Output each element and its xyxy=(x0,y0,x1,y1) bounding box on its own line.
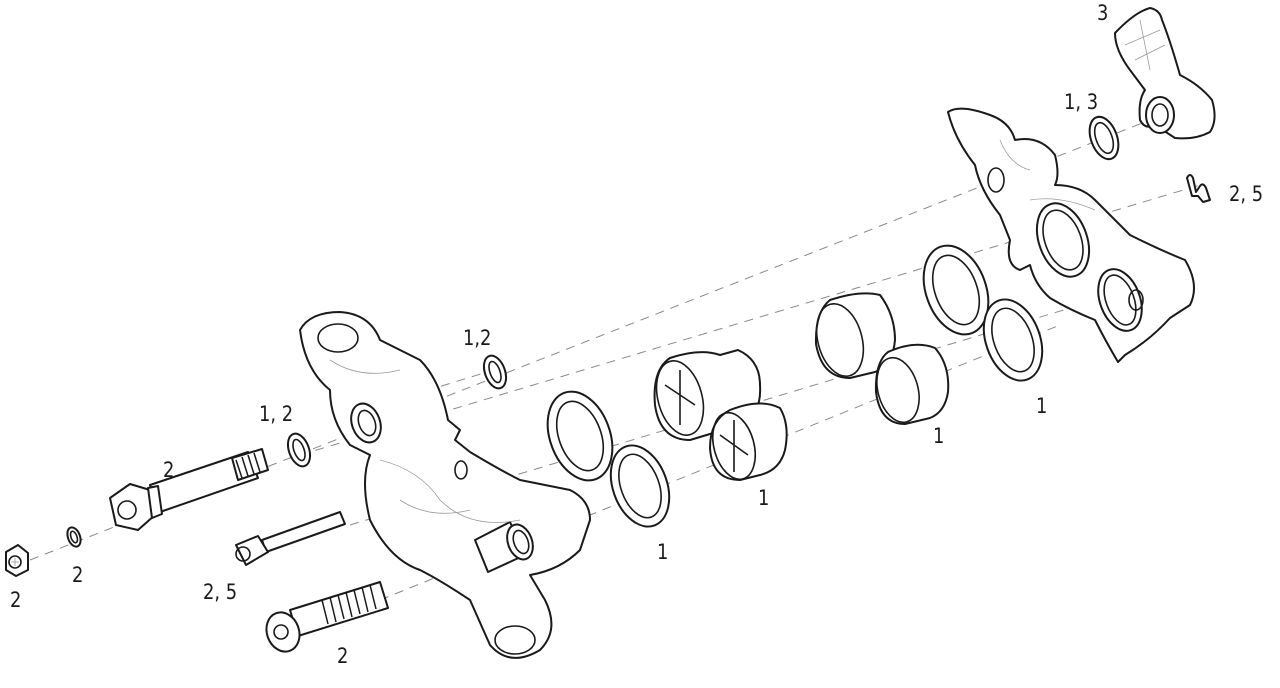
callout-pistons-right: 1 xyxy=(933,424,945,448)
callout-pin-clip: 2, 5 xyxy=(1229,182,1264,206)
callout-top-o-ring: 1, 3 xyxy=(1064,90,1099,114)
top-o-ring-part xyxy=(1088,115,1120,161)
pistons-left-part xyxy=(653,349,788,481)
small-o-ring-part xyxy=(482,354,508,390)
piston-seals-left-part xyxy=(546,390,671,528)
callout-hose-cover: 3 xyxy=(1097,1,1109,25)
callout-pad-pin: 2, 5 xyxy=(203,580,238,604)
callout-seals-right: 1 xyxy=(1036,394,1048,418)
callout-banjo-washer: 1, 2 xyxy=(259,402,294,426)
hose-fitting-cover-part xyxy=(1114,7,1216,140)
piston-seals-right-part xyxy=(922,244,1044,382)
outboard-caliper-half-part xyxy=(947,107,1195,363)
callout-seals-left: 1 xyxy=(657,540,669,564)
banjo-bolt-part xyxy=(109,448,269,531)
callout-mounting-bolt: 2 xyxy=(337,644,349,668)
pin-clip-part xyxy=(1186,174,1211,203)
pistons-right-part xyxy=(814,292,950,425)
bleed-screw-part xyxy=(5,544,29,577)
callout-bleed-screw: 2 xyxy=(10,588,22,612)
banjo-washer-part xyxy=(286,432,312,468)
callout-pistons-left: 1 xyxy=(758,486,770,510)
callout-banjo-bolt: 2 xyxy=(163,458,175,482)
pad-pin-part xyxy=(235,511,346,566)
mounting-bolt-part xyxy=(265,581,389,653)
callout-small-o-ring: 1,2 xyxy=(463,326,492,350)
inboard-caliper-half-part xyxy=(299,311,591,659)
callout-bleed-washer: 2 xyxy=(72,563,84,587)
